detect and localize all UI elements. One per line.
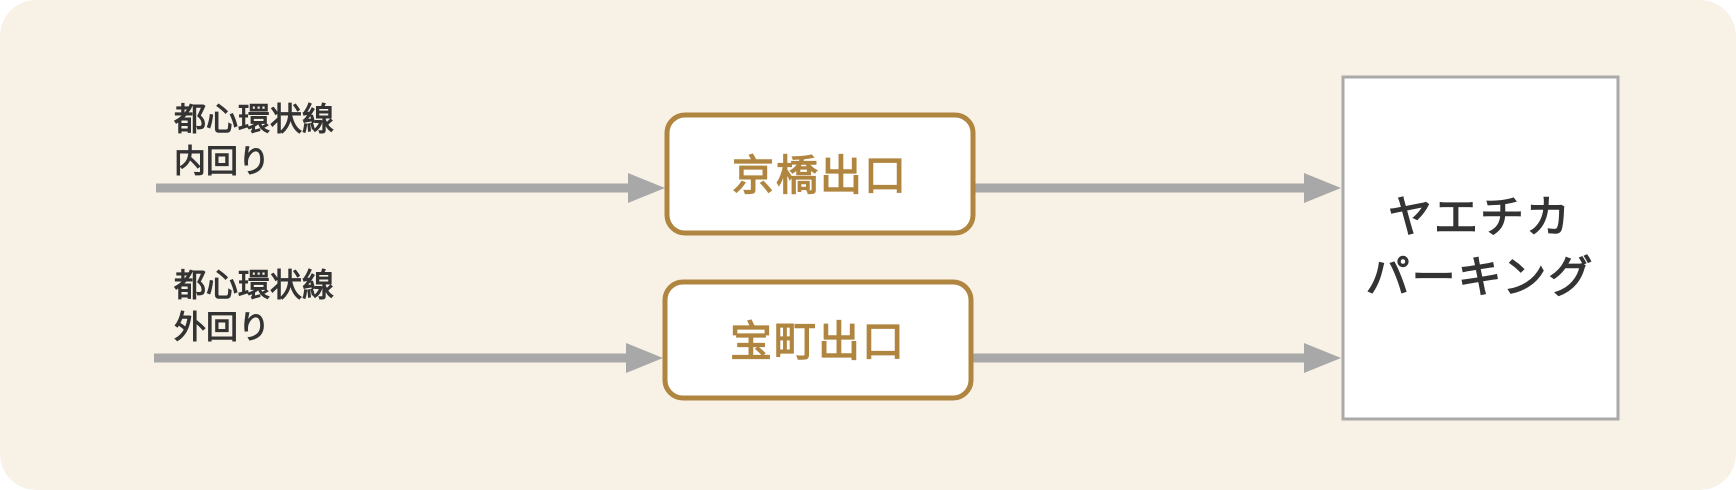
destination-label-line2: パーキング — [1366, 252, 1595, 303]
arrow-inner-to-kyobashi — [156, 173, 665, 203]
route-label-outer-line1: 都心環状線 — [173, 266, 334, 304]
route-label-inner-line1: 都心環状線 — [173, 100, 334, 138]
arrow-kyobashi-to-destination — [974, 173, 1341, 203]
destination-label-line1: ヤエチカ — [1388, 192, 1572, 243]
exit-label-takaracho: 宝町出口 — [730, 317, 906, 366]
exit-label-kyobashi: 京橋出口 — [732, 151, 908, 200]
route-label-inner-line2: 内回り — [174, 142, 270, 180]
arrow-takaracho-to-destination — [972, 343, 1341, 373]
destination-box — [1341, 75, 1620, 421]
arrow-outer-to-takaracho — [154, 343, 663, 373]
route-label-outer-line2: 外回り — [174, 308, 270, 346]
exit-box-takaracho — [662, 279, 974, 401]
exit-box-kyobashi — [664, 112, 976, 236]
